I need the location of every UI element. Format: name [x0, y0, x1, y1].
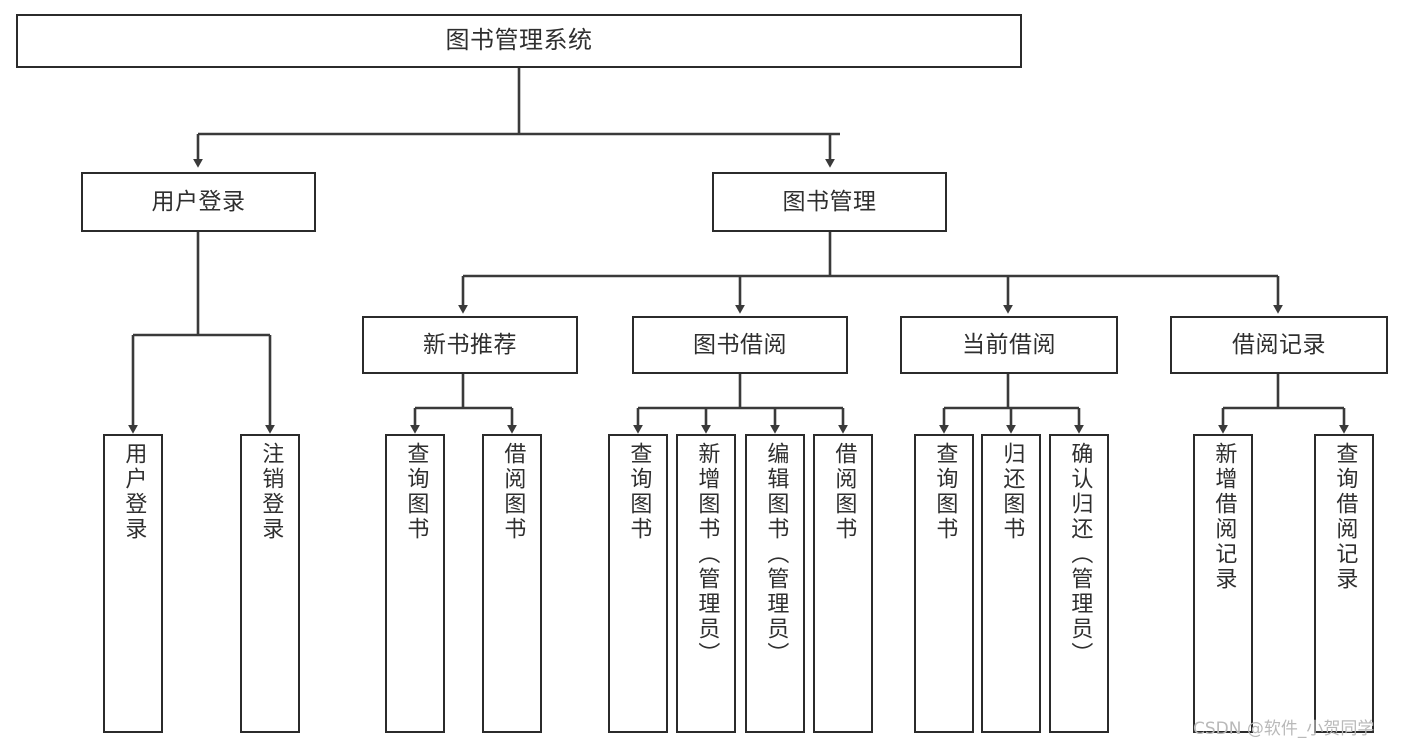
leaf-confirm-return-admin[interactable]: 确认归还（管理员）	[1049, 434, 1109, 733]
node-label: 用户登录	[121, 442, 147, 542]
leaf-user-login[interactable]: 用户登录	[103, 434, 163, 733]
leaf-add-borrow-record[interactable]: 新增借阅记录	[1193, 434, 1253, 733]
leaf-query-borrow-record[interactable]: 查询借阅记录	[1314, 434, 1374, 733]
node-new-book-recommend[interactable]: 新书推荐	[362, 316, 578, 374]
csdn-watermark: CSDN @软件_小贺同学	[1193, 719, 1375, 739]
node-root-book-management-system[interactable]: 图书管理系统	[16, 14, 1022, 68]
leaf-borrow-book-recommend[interactable]: 借阅图书	[482, 434, 542, 733]
node-label: 注销登录	[258, 442, 284, 542]
node-label: 新书推荐	[423, 331, 517, 358]
leaf-return-book[interactable]: 归还图书	[981, 434, 1041, 733]
node-label: 用户登录	[151, 188, 246, 215]
node-book-management[interactable]: 图书管理	[712, 172, 947, 232]
node-user-login[interactable]: 用户登录	[81, 172, 316, 232]
node-current-borrow[interactable]: 当前借阅	[900, 316, 1118, 374]
node-borrow-record[interactable]: 借阅记录	[1170, 316, 1388, 374]
leaf-query-book-current[interactable]: 查询图书	[914, 434, 974, 733]
node-label: 查询图书	[626, 442, 652, 542]
node-label: 归还图书	[999, 442, 1025, 542]
leaf-query-book-recommend[interactable]: 查询图书	[385, 434, 445, 733]
node-label: 查询图书	[932, 442, 958, 542]
leaf-query-book-borrow[interactable]: 查询图书	[608, 434, 668, 733]
node-label: 借阅记录	[1232, 331, 1326, 358]
node-label: 查询图书	[403, 442, 429, 542]
node-label: 查询借阅记录	[1332, 442, 1358, 592]
node-label: 新增借阅记录	[1211, 442, 1237, 592]
node-label: 当前借阅	[962, 331, 1056, 358]
leaf-borrow-book-borrow[interactable]: 借阅图书	[813, 434, 873, 733]
node-label: 新增图书（管理员）	[694, 442, 720, 667]
leaf-logout-login[interactable]: 注销登录	[240, 434, 300, 733]
node-label: 图书管理系统	[445, 26, 593, 55]
node-label: 编辑图书（管理员）	[763, 442, 789, 667]
leaf-edit-book-admin[interactable]: 编辑图书（管理员）	[745, 434, 805, 733]
node-book-borrow[interactable]: 图书借阅	[632, 316, 848, 374]
node-label: 图书借阅	[693, 331, 787, 358]
node-label: 确认归还（管理员）	[1067, 442, 1093, 667]
leaf-add-book-admin[interactable]: 新增图书（管理员）	[676, 434, 736, 733]
node-label: 借阅图书	[831, 442, 857, 542]
node-label: 图书管理	[782, 188, 877, 215]
node-label: 借阅图书	[500, 442, 526, 542]
